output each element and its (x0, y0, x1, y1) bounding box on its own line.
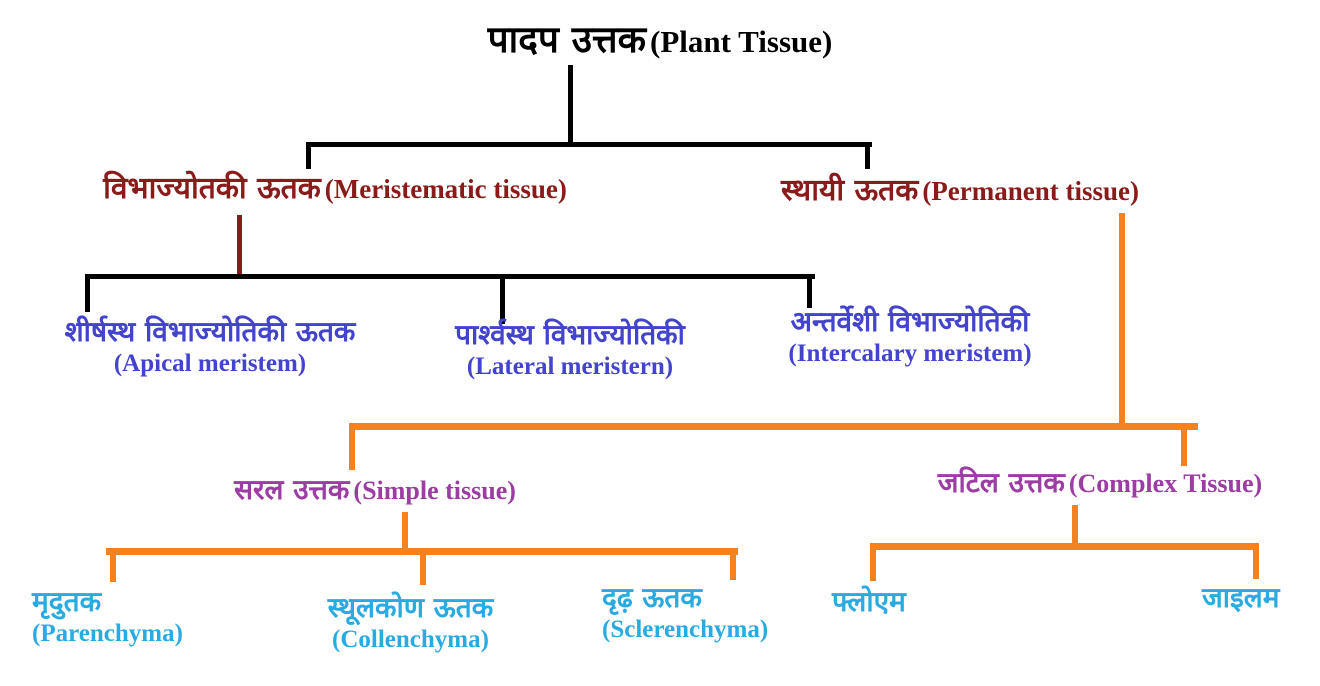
node-sclerenchyma-hindi: दृढ़ ऊतक (602, 581, 702, 614)
node-parenchyma: मृदुतक (Parenchyma) (32, 582, 232, 648)
node-complex-hindi: जटिल उत्तक (937, 466, 1065, 499)
node-permanent: स्थायी ऊतक (Permanent tissue) (745, 168, 1175, 209)
connector-drop-sclerenchyma (730, 548, 736, 580)
node-sclerenchyma: दृढ़ ऊतक (Sclerenchyma) (602, 578, 832, 644)
node-phloem-hindi: फ्लोएम (832, 585, 906, 618)
connector-drop-phloem (870, 543, 876, 581)
node-lateral-hindi: पार्श्वस्थ विभाज्योतिकी (455, 318, 685, 351)
node-simple-english: (Simple tissue) (353, 476, 516, 505)
connector-drop-permanent (865, 142, 870, 169)
node-collenchyma-hindi: स्थूलकोण ऊतक (327, 591, 494, 624)
node-permanent-hindi: स्थायी ऊतक (780, 173, 919, 208)
node-phloem: फ्लोएम (832, 582, 962, 620)
node-permanent-english: (Permanent tissue) (922, 176, 1140, 206)
connector-complex-stem (1072, 505, 1078, 547)
node-meristematic-english: (Meristematic tissue) (324, 174, 567, 204)
node-apical-hindi: शीर्षस्थ विभाज्योतिकी ऊतक (64, 315, 356, 348)
node-meristematic-hindi: विभाज्योतकी ऊतक (103, 171, 321, 206)
node-collenchyma: स्थूलकोण ऊतक (Collenchyma) (278, 588, 543, 654)
node-plant-tissue-english: (Plant Tissue) (650, 24, 833, 59)
connector-complex-bar (870, 543, 1259, 550)
connector-permanent-stem (1119, 213, 1125, 429)
connector-level1-bar (306, 142, 872, 147)
node-intercalary-hindi: अन्तर्वेशी विभाज्योतिकी (790, 305, 1030, 338)
node-plant-tissue: पादप उत्तक (Plant Tissue) (380, 12, 940, 63)
connector-drop-xylem (1253, 543, 1259, 579)
connector-title-stem (568, 65, 573, 146)
connector-drop-collenchyma (420, 548, 426, 585)
node-complex: जटिल उत्तक (Complex Tissue) (895, 463, 1305, 501)
connector-drop-apical (85, 274, 90, 312)
connector-meristematic-stem (237, 215, 242, 277)
connector-drop-lateral (500, 274, 505, 324)
connector-meristem-bar (85, 274, 815, 279)
node-xylem: जाइलम (1202, 578, 1320, 616)
node-parenchyma-hindi: मृदुतक (32, 585, 102, 618)
node-complex-english: (Complex Tissue) (1068, 469, 1263, 498)
node-lateral-english: (Lateral meristern) (466, 353, 674, 380)
node-simple-hindi: सरल उत्तक (234, 473, 350, 506)
node-intercalary: अन्तर्वेशी विभाज्योतिकी (Intercalary mer… (745, 302, 1075, 368)
node-lateral: पार्श्वस्थ विभाज्योतिकी (Lateral meriste… (415, 315, 725, 381)
node-apical-english: (Apical meristem) (113, 350, 307, 377)
node-collenchyma-english: (Collenchyma) (332, 626, 489, 653)
node-sclerenchyma-english: (Sclerenchyma) (602, 616, 769, 643)
node-intercalary-english: (Intercalary meristem) (788, 340, 1032, 367)
node-plant-tissue-hindi: पादप उत्तक (487, 18, 647, 61)
connector-drop-complex (1181, 428, 1187, 466)
connector-permanent-bar (349, 423, 1198, 430)
connector-simple-stem (402, 512, 408, 552)
node-simple: सरल उत्तक (Simple tissue) (200, 470, 550, 508)
node-meristematic: विभाज्योतकी ऊतक (Meristematic tissue) (55, 166, 615, 207)
connector-drop-meristematic (306, 142, 311, 169)
node-parenchyma-english: (Parenchyma) (32, 620, 183, 647)
connector-drop-simple (349, 423, 355, 470)
connector-drop-parenchyma (110, 548, 116, 582)
connector-drop-intercalary (807, 274, 812, 308)
node-xylem-hindi: जाइलम (1202, 581, 1280, 614)
node-apical: शीर्षस्थ विभाज्योतिकी ऊतक (Apical merist… (10, 312, 410, 378)
